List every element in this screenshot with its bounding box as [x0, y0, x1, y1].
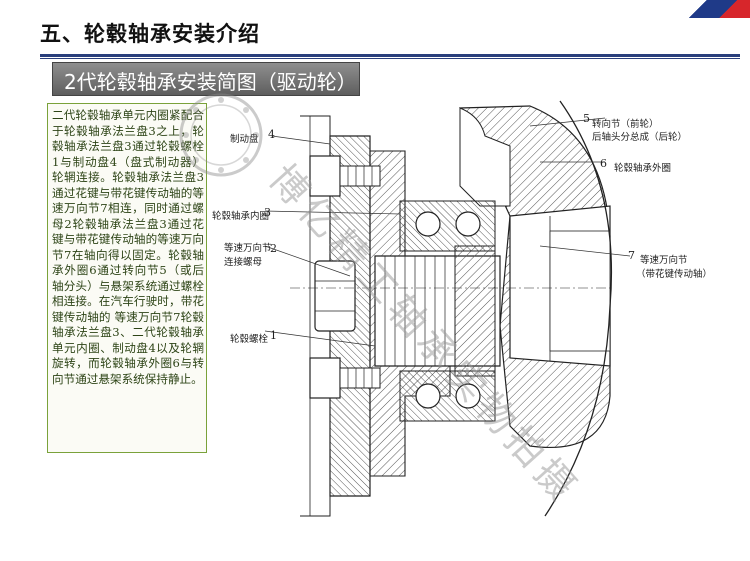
callout-cv-joint-a: 等速万向节 — [640, 255, 688, 266]
callout-num-4: 4 — [268, 128, 275, 141]
ball-lower-1 — [415, 383, 441, 409]
wheel-bolt-upper — [309, 155, 381, 197]
callout-cv-joint-nut-b: 连接螺母 — [224, 257, 263, 268]
wheel-bolt-lower — [309, 357, 381, 399]
subtitle-text: 2代轮毂轴承安装简图（驱动轮） — [64, 70, 357, 94]
header-rule-thin — [40, 58, 740, 59]
callout-outer-ring: 轮毂轴承外圈 — [614, 163, 672, 174]
header-corner-decoration — [666, 0, 750, 18]
callout-num-5: 5 — [583, 112, 590, 125]
header-rule-thick — [40, 54, 740, 57]
description-text: 二代轮毂轴承单元内圈紧配合于轮毂轴承法兰盘3之上，轮毂轴承法兰盘3通过轮毂螺栓1… — [52, 108, 204, 386]
bearing-outer-ring-upper — [399, 200, 496, 252]
outline-arc — [544, 100, 613, 517]
subtitle-banner — [52, 62, 360, 96]
callout-cv-joint-nut-a: 等速万向节 — [224, 243, 272, 254]
callout-num-6: 6 — [600, 157, 607, 170]
callout-num-1: 1 — [270, 329, 277, 342]
callout-wheel-bolt: 轮毂螺栓 — [230, 334, 269, 345]
watermark-seal — [179, 93, 263, 177]
ball-upper-1 — [415, 211, 441, 237]
callout-cv-joint-b: （带花键传动轴） — [636, 269, 713, 280]
description-box — [47, 103, 207, 453]
callout-knuckle: 转向节（前轮） — [592, 119, 659, 130]
callout-num-7: 7 — [628, 249, 635, 262]
callout-num-3: 3 — [264, 206, 271, 219]
callout-inner-ring: 轮毂轴承内圈 — [212, 211, 270, 222]
page-title: 五、轮毂轴承安装介绍 — [40, 22, 260, 46]
callout-rear-axle: 后轴头分总成（后轮） — [592, 132, 688, 143]
callout-brake-disc: 制动盘 — [230, 134, 259, 145]
callout-num-2: 2 — [270, 242, 277, 255]
ball-upper-2 — [455, 211, 481, 237]
hub-bearing-diagram — [264, 100, 631, 517]
axle-nut — [314, 260, 356, 332]
ball-lower-2 — [455, 383, 481, 409]
